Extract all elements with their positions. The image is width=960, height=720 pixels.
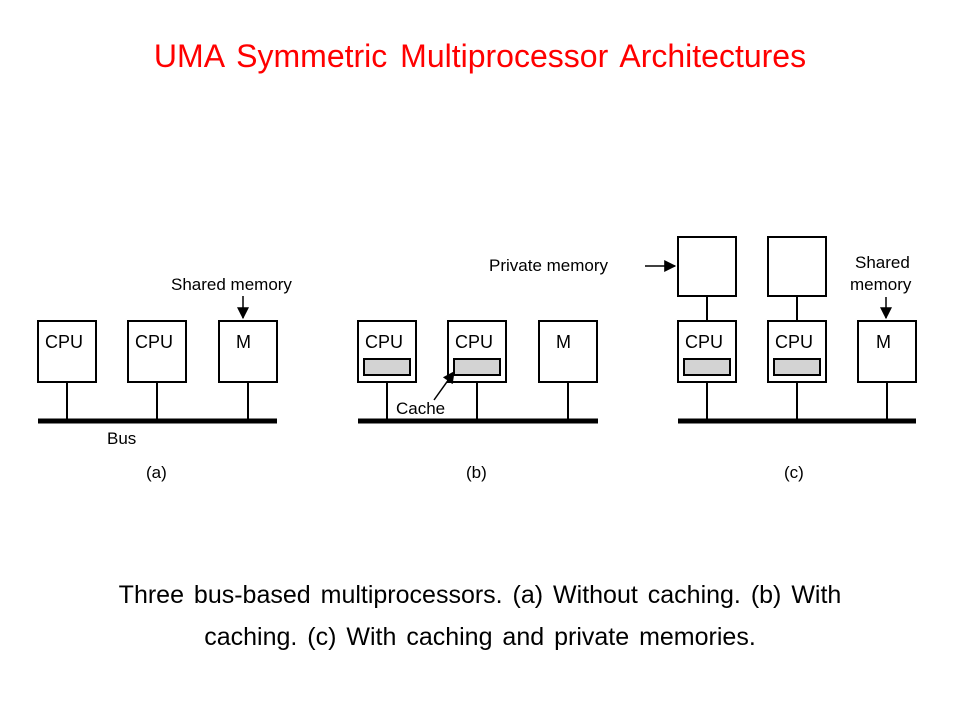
diagram-b-cache-label: Cache <box>396 399 445 418</box>
diagram-c-private-memory-2-box <box>767 236 827 297</box>
diagram-c-cpu-2-label: CPU <box>775 332 813 352</box>
diagram-c-cpu-1-cache <box>683 358 731 376</box>
diagram-c-private-memory-label: Private memory <box>489 256 609 275</box>
diagram-c-panel-label: (c) <box>784 463 804 482</box>
diagram-b-cpu-1-cache <box>363 358 411 376</box>
diagram-b-cache-arrow <box>433 371 455 401</box>
diagram-a-panel-label: (a) <box>146 463 167 482</box>
diagram-a-memory-label: M <box>236 332 251 352</box>
diagram-b-cpu-2-label: CPU <box>455 332 493 352</box>
diagram-a-cpu-2-box <box>127 320 187 383</box>
diagram-b: CPU CPU M Cache (b) <box>357 320 598 482</box>
diagram-a-cpu-1-label: CPU <box>45 332 83 352</box>
figure-caption: Three bus-based multiprocessors. (a) Wit… <box>0 574 960 658</box>
diagram-b-memory-label: M <box>556 332 571 352</box>
diagram-c-cpu-2-cache <box>773 358 821 376</box>
diagram-b-panel-label: (b) <box>466 463 487 482</box>
diagram-a: CPU CPU M Shared memory Bus (a) <box>37 275 292 482</box>
diagram-c-shared-memory-label-line-1: Shared <box>855 253 910 272</box>
diagram-b-cpu-2-cache <box>453 358 501 376</box>
figure-caption-line-1: Three bus-based multiprocessors. (a) Wit… <box>118 581 842 609</box>
diagram-b-cpu-1-label: CPU <box>365 332 403 352</box>
diagram-c-memory-label: M <box>876 332 891 352</box>
figure-caption-line-2: caching. (c) With caching and private me… <box>204 623 756 651</box>
diagram-a-cpu-2-label: CPU <box>135 332 173 352</box>
diagram-c-private-memory-1-box <box>677 236 737 297</box>
diagram-a-bus-label: Bus <box>107 429 136 448</box>
diagram-c: Private memory CPU CPU M Shared memory (… <box>489 236 917 482</box>
diagram-b-memory-box <box>538 320 598 383</box>
diagram-a-cpu-1-box <box>37 320 97 383</box>
diagram-c-cpu-1-label: CPU <box>685 332 723 352</box>
diagram-c-shared-memory-label-line-2: memory <box>850 275 912 294</box>
diagram-c-memory-box <box>857 320 917 383</box>
diagram-a-shared-memory-label: Shared memory <box>171 275 292 294</box>
page-title: UMA Symmetric Multiprocessor Architectur… <box>153 38 807 74</box>
